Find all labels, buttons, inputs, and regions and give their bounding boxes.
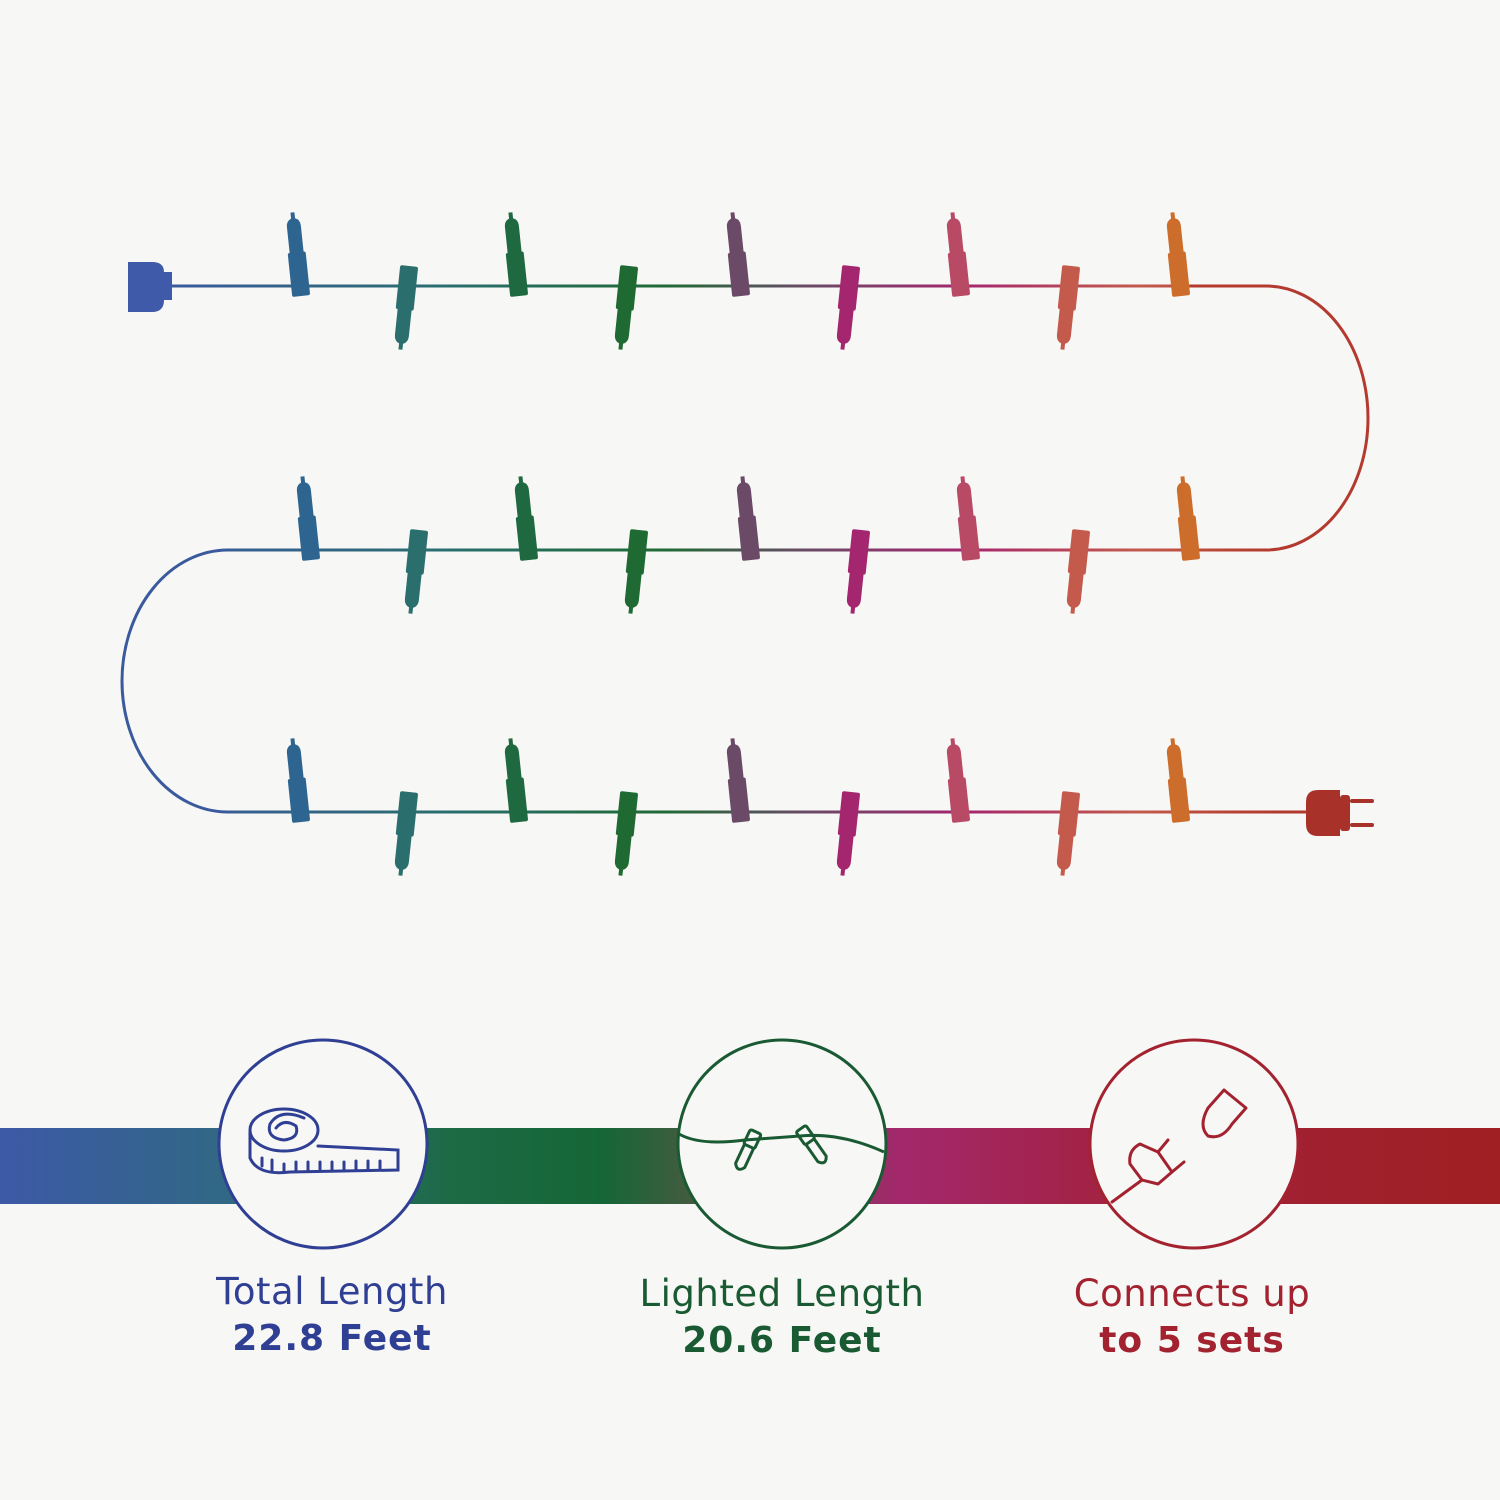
bulb: [946, 212, 970, 297]
bulb: [726, 212, 750, 297]
bulbs: [286, 212, 1200, 876]
tape-measure-badge: [217, 1038, 429, 1250]
bulb: [1066, 529, 1090, 614]
feature-total-length-value: 22.8 Feet: [232, 1318, 432, 1359]
feature-lighted-length-value: 20.6 Feet: [682, 1320, 882, 1361]
bulb: [614, 791, 638, 876]
bulb: [296, 476, 320, 561]
bulb: [1166, 212, 1190, 297]
bulb: [404, 529, 428, 614]
feature-connects-title: Connects up: [1073, 1272, 1311, 1315]
plug-connector-icon: [1110, 1088, 1248, 1204]
string-lights-icon: [678, 1124, 885, 1171]
bulb: [846, 529, 870, 614]
plug-end-icon: [1306, 790, 1374, 836]
bulb: [504, 212, 528, 297]
feature-total-length-title: Total Length: [216, 1270, 448, 1313]
plug-connector-badge: [1088, 1038, 1300, 1250]
feature-lighted-length-title: Lighted Length: [639, 1272, 925, 1315]
bulb: [614, 265, 638, 350]
bulb: [504, 738, 528, 823]
bulb: [726, 738, 750, 823]
socket-end-icon: [128, 262, 172, 312]
tape-measure-icon: [248, 1107, 400, 1175]
bulb: [1056, 265, 1080, 350]
bulb: [946, 738, 970, 823]
bulb: [956, 476, 980, 561]
bulb: [1166, 738, 1190, 823]
bulb: [394, 791, 418, 876]
string-lights-badge: [676, 1038, 888, 1250]
bulb: [1056, 791, 1080, 876]
bulb: [1176, 476, 1200, 561]
bulb: [736, 476, 760, 561]
bulb: [624, 529, 648, 614]
bulb: [836, 265, 860, 350]
feature-connects-value: to 5 sets: [1099, 1320, 1285, 1361]
bulb: [394, 265, 418, 350]
bulb: [286, 738, 310, 823]
bulb: [514, 476, 538, 561]
bulb: [286, 212, 310, 297]
bulb: [836, 791, 860, 876]
